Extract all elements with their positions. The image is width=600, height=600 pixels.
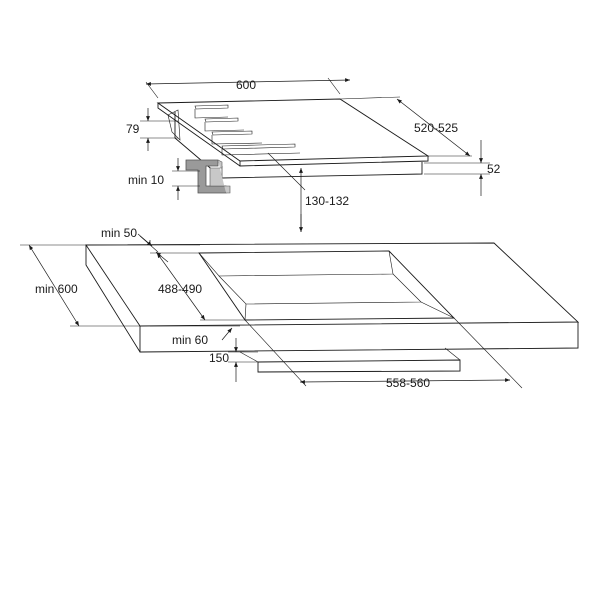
hob-glass-top <box>156 98 430 162</box>
hob-grates <box>167 104 301 156</box>
dim-label-min-front: min 60 <box>172 333 209 347</box>
dim-label-worktop-depth: min 600 <box>35 282 78 296</box>
hob-glass-front-edge <box>239 156 429 167</box>
dim-label-hob-depth: 520-525 <box>414 121 459 135</box>
under-panel <box>257 359 461 373</box>
dim-label-cutout-depth: 488-490 <box>158 282 203 296</box>
worktop-front-face <box>139 322 579 353</box>
dim-label-below-clearance: 150 <box>209 351 230 365</box>
worktop-dimension-lines <box>20 233 523 389</box>
worktop-cutout <box>198 250 456 321</box>
dim-label-hob-width: 600 <box>236 78 257 92</box>
dim-label-cutout-width: 558-560 <box>386 376 431 390</box>
worktop-drawing <box>85 242 580 373</box>
dim-label-glass-thickness: 52 <box>487 162 501 176</box>
dim-label-min-back: min 50 <box>101 226 138 240</box>
dim-label-hob-height: 79 <box>126 122 140 136</box>
hob-drawing <box>156 98 430 194</box>
dim-label-bracket-clearance: min 10 <box>128 173 165 187</box>
mounting-bracket <box>185 159 231 194</box>
hob-dimension-lines <box>140 77 490 232</box>
dim-label-cutout-offset: 130-132 <box>305 194 350 208</box>
